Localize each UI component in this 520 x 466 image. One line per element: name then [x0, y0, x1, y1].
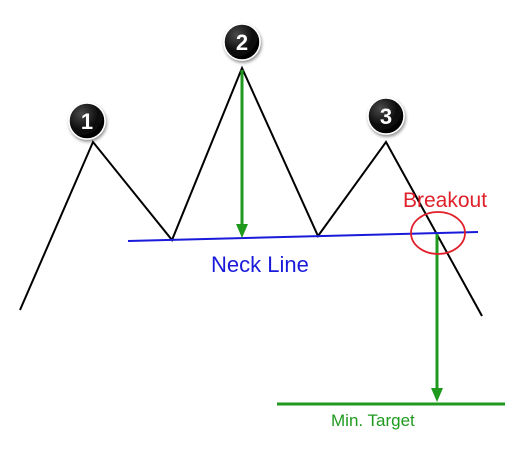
target-projection-arrow: [431, 234, 443, 402]
neck-line-label: Neck Line: [211, 252, 309, 277]
breakout-marker: [410, 211, 466, 255]
head-measure-arrow: [236, 70, 248, 238]
peak-badge-2: 2: [223, 23, 261, 61]
min-target-label: Min. Target: [331, 411, 415, 430]
price-line: [19, 65, 483, 317]
peak-badge-1: 1: [68, 102, 106, 140]
peak-badge-3: 3: [367, 97, 405, 135]
neck-line: [127, 231, 479, 242]
peak-badge-label: 3: [380, 104, 392, 129]
peak-badge-label: 1: [81, 109, 93, 134]
breakout-label: Breakout: [403, 189, 487, 212]
peak-badge-label: 2: [236, 30, 248, 55]
